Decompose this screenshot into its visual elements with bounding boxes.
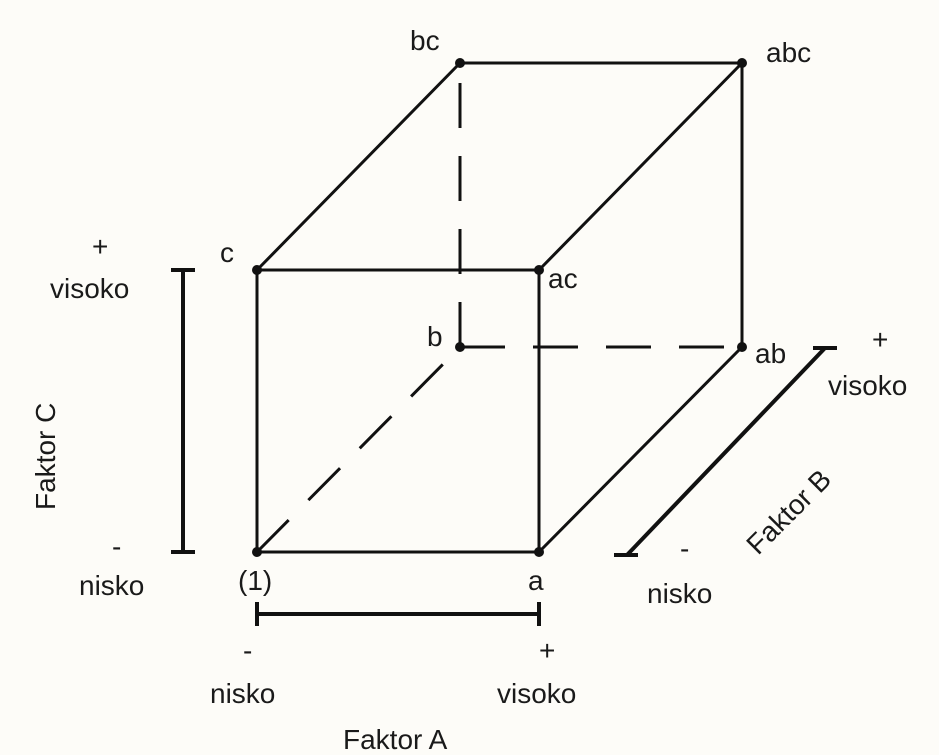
edge-ac-abc xyxy=(537,61,744,272)
factor-b-high-label: visoko xyxy=(828,370,907,401)
factor-a-high-sign: + xyxy=(539,635,555,666)
vertex-bc xyxy=(455,58,465,68)
factor-a-low-label: nisko xyxy=(210,678,275,709)
factor-a-name: Faktor A xyxy=(343,724,448,755)
factor-a-low-sign: - xyxy=(243,635,252,666)
factor-c-high-label: visoko xyxy=(50,273,129,304)
vertex-a xyxy=(534,547,544,557)
factor-c-high-sign: + xyxy=(92,231,108,262)
factor-c-low-label: nisko xyxy=(79,570,144,601)
vertex-label-ab: ab xyxy=(755,338,786,369)
vertex-label-c: c xyxy=(220,237,234,268)
vertex-label-a: a xyxy=(528,565,544,596)
vertex-label-ac: ac xyxy=(548,263,578,294)
factor-b-name: Faktor B xyxy=(740,464,837,561)
factor-a-axis: - nisko + visoko Faktor A xyxy=(210,602,576,755)
factor-c-name: Faktor C xyxy=(30,403,61,510)
vertex-c xyxy=(252,265,262,275)
vertex-label-b: b xyxy=(427,321,443,352)
vertex-ac xyxy=(534,265,544,275)
edge-a-ab xyxy=(537,345,744,554)
vertex-label-bc: bc xyxy=(410,25,440,56)
edge-c-bc xyxy=(255,61,462,272)
vertex-ab xyxy=(737,342,747,352)
vertex-label-1: (1) xyxy=(238,565,272,596)
factor-b-low-label: nisko xyxy=(647,578,712,609)
factor-b-low-sign: - xyxy=(680,533,689,564)
factor-b-high-sign: + xyxy=(872,324,888,355)
factor-c-axis: + visoko - nisko Faktor C xyxy=(30,231,195,601)
factor-a-high-label: visoko xyxy=(497,678,576,709)
factor-c-low-sign: - xyxy=(112,531,121,562)
vertex-b xyxy=(455,342,465,352)
vertex-abc xyxy=(737,58,747,68)
vertex-1 xyxy=(252,547,262,557)
factor-b-scale-line xyxy=(625,346,827,557)
edge-1-b xyxy=(255,345,462,554)
vertex-label-abc: abc xyxy=(766,37,811,68)
